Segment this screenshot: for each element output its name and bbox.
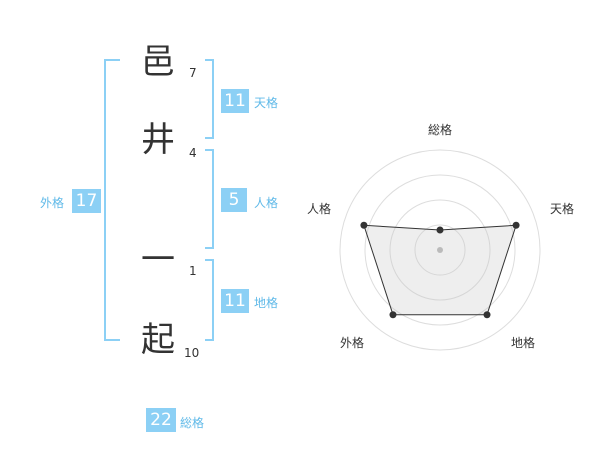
radar-grid-ring: [389, 199, 491, 301]
name-char-4: 起: [141, 320, 175, 360]
jin-label: 人格: [254, 196, 279, 210]
radar-point-2: [483, 311, 491, 319]
sou-label: 総格: [180, 416, 205, 430]
radar-point-4: [360, 221, 368, 229]
radar-axis-label-chi: 地格: [511, 336, 536, 350]
name-char-2: 井: [141, 120, 175, 160]
jin-bracket: [205, 149, 214, 249]
name-char-3: 一: [141, 240, 175, 280]
radar-grid-ring: [339, 149, 541, 351]
radar-axis-label-ten: 天格: [550, 202, 575, 216]
radar-grid: [339, 149, 541, 351]
radar-center-dot: [437, 247, 443, 253]
chi-bracket: [205, 259, 214, 341]
radar-points: [360, 221, 520, 319]
radar-polygon: [363, 224, 517, 316]
ten-label: 天格: [254, 96, 279, 110]
gai-label: 外格: [40, 196, 65, 210]
stroke-count-1: 7: [189, 66, 197, 80]
name-char-1: 邑: [141, 42, 175, 82]
radar-point-0: [436, 226, 444, 234]
chi-label: 地格: [254, 296, 279, 310]
stroke-count-3: 1: [189, 264, 197, 278]
outer-bracket: [104, 59, 120, 341]
stroke-count-2: 4: [189, 146, 197, 160]
chi-value-badge: 11: [221, 289, 249, 313]
radar-axis-label-gai: 外格: [340, 336, 365, 350]
radar-grid-ring: [414, 224, 466, 276]
jin-value-badge: 5: [221, 188, 247, 212]
gai-value-badge: 17: [72, 189, 101, 213]
stroke-count-4: 10: [184, 346, 200, 360]
radar-grid-ring: [364, 174, 516, 326]
ten-value-badge: 11: [221, 89, 249, 113]
radar-point-3: [389, 311, 397, 319]
radar-point-1: [512, 221, 520, 229]
ten-bracket: [205, 59, 214, 139]
sou-value-badge: 22: [146, 408, 176, 432]
radar-axis-label-jin: 人格: [307, 202, 332, 216]
radar-axis-label-sou: 総格: [428, 123, 453, 137]
